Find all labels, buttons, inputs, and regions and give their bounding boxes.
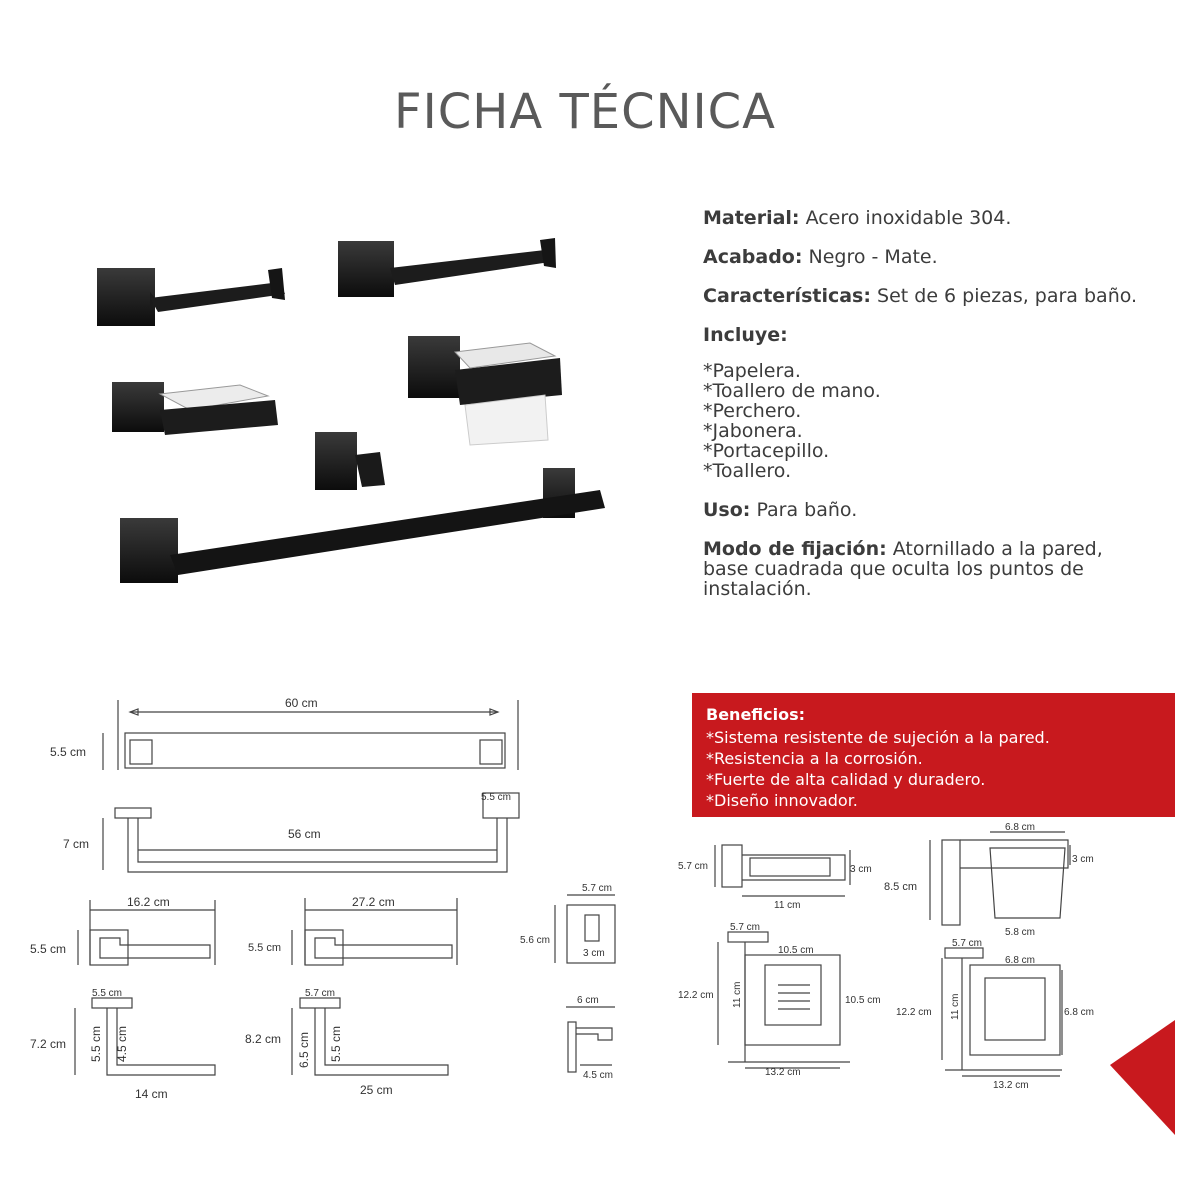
svg-text:27.2 cm: 27.2 cm — [352, 895, 395, 909]
svg-text:14 cm: 14 cm — [135, 1087, 168, 1101]
svg-text:5.5 cm: 5.5 cm — [50, 745, 86, 759]
svg-text:25 cm: 25 cm — [360, 1083, 393, 1097]
svg-text:11 cm: 11 cm — [774, 900, 801, 911]
svg-text:5.7 cm: 5.7 cm — [582, 883, 612, 894]
soap-top-drawing: 5.7 cm 10.5 cm 10.5 cm 12.2 cm 11 cm 13.… — [678, 922, 881, 1078]
svg-text:6 cm: 6 cm — [577, 995, 599, 1006]
svg-text:6.5 cm: 6.5 cm — [297, 1032, 311, 1068]
svg-text:3 cm: 3 cm — [583, 948, 605, 959]
svg-text:5.5 cm: 5.5 cm — [481, 792, 511, 803]
svg-text:8.5 cm: 8.5 cm — [884, 881, 917, 893]
svg-text:5.5 cm: 5.5 cm — [89, 1026, 103, 1062]
cup-side-drawing: 6.8 cm 3 cm 8.5 cm 5.8 cm — [884, 822, 1094, 938]
svg-text:6.8 cm: 6.8 cm — [1005, 822, 1035, 833]
towel-bar-top-drawing: 60 cm 5.5 cm — [50, 696, 519, 770]
svg-text:5.5 cm: 5.5 cm — [248, 942, 281, 954]
spec-features: Características: Set de 6 piezas, para b… — [703, 285, 1138, 307]
svg-text:3 cm: 3 cm — [1072, 854, 1094, 865]
holder-small-side-drawing: 5.5 cm 7.2 cm 5.5 cm 4.5 cm 14 cm — [30, 988, 216, 1101]
svg-text:7 cm: 7 cm — [63, 837, 89, 851]
svg-text:12.2 cm: 12.2 cm — [896, 1007, 932, 1018]
ring-large-drawing: 27.2 cm 5.5 cm — [248, 895, 458, 966]
benefit-item: *Fuerte de alta calidad y duradero. — [706, 770, 986, 789]
includes-item: *Toallero. — [703, 460, 792, 482]
includes-item: *Papelera. — [703, 360, 801, 382]
holder-large-side-drawing: 5.7 cm 8.2 cm 6.5 cm 5.5 cm 25 cm — [245, 988, 449, 1097]
svg-text:8.2 cm: 8.2 cm — [245, 1032, 281, 1046]
svg-text:5.5 cm: 5.5 cm — [329, 1026, 343, 1062]
svg-text:7.2 cm: 7.2 cm — [30, 1037, 66, 1051]
benefit-item: *Diseño innovador. — [706, 791, 858, 810]
hook-front-drawing: 5.7 cm 5.6 cm 3 cm — [520, 883, 616, 964]
benefits-title: Beneficios: — [706, 705, 806, 724]
svg-text:5.6 cm: 5.6 cm — [520, 935, 550, 946]
svg-text:10.5 cm: 10.5 cm — [778, 945, 814, 956]
svg-text:60 cm: 60 cm — [285, 696, 318, 710]
svg-text:5.5 cm: 5.5 cm — [92, 988, 122, 999]
svg-text:3 cm: 3 cm — [850, 864, 872, 875]
svg-text:56 cm: 56 cm — [288, 827, 321, 841]
benefit-item: *Resistencia a la corrosión. — [706, 749, 923, 768]
includes-item: *Jabonera. — [703, 420, 803, 442]
hook-side-drawing: 6 cm 4.5 cm — [566, 995, 615, 1081]
spec-use: Uso: Para baño. — [703, 499, 858, 521]
spec-mounting: Modo de fijación: Atornillado a la pared… — [703, 538, 1103, 600]
specifications: Material: Acero inoxidable 304. Acabado:… — [703, 208, 1143, 618]
svg-text:11 cm: 11 cm — [732, 982, 743, 1009]
svg-text:5.5 cm: 5.5 cm — [30, 942, 66, 956]
svg-text:13.2 cm: 13.2 cm — [765, 1067, 801, 1078]
ring-small-drawing: 16.2 cm 5.5 cm — [30, 895, 216, 966]
spec-finish: Acabado: Negro - Mate. — [703, 246, 938, 268]
svg-text:13.2 cm: 13.2 cm — [993, 1080, 1029, 1091]
benefit-item: *Sistema resistente de sujeción a la par… — [706, 728, 1050, 747]
svg-text:5.7 cm: 5.7 cm — [952, 938, 982, 949]
svg-text:5.7 cm: 5.7 cm — [730, 922, 760, 933]
includes-list: *Papelera. *Toallero de mano. *Perchero.… — [703, 361, 1143, 481]
svg-text:6.8 cm: 6.8 cm — [1005, 955, 1035, 966]
spec-material: Material: Acero inoxidable 304. — [703, 207, 1012, 229]
svg-text:4.5 cm: 4.5 cm — [583, 1070, 613, 1081]
page-title: FICHA TÉCNICA — [393, 84, 777, 140]
cup-top-drawing: 5.7 cm 6.8 cm 6.8 cm 12.2 cm 11 cm 13.2 … — [896, 938, 1094, 1091]
svg-text:4.5 cm: 4.5 cm — [115, 1026, 129, 1062]
svg-text:5.7 cm: 5.7 cm — [678, 861, 708, 872]
includes-item: *Toallero de mano. — [703, 380, 881, 402]
soap-side-drawing: 5.7 cm 3 cm 11 cm — [678, 844, 872, 911]
svg-text:5.8 cm: 5.8 cm — [1005, 927, 1035, 938]
includes-item: *Perchero. — [703, 400, 802, 422]
svg-text:11 cm: 11 cm — [950, 994, 961, 1021]
spec-includes-label: Incluye: — [703, 324, 788, 346]
benefits-box: Beneficios: *Sistema resistente de sujec… — [692, 693, 1175, 817]
towel-bar-side-drawing: 56 cm 7 cm 5.5 cm — [63, 792, 520, 873]
svg-text:10.5 cm: 10.5 cm — [845, 995, 881, 1006]
svg-text:16.2 cm: 16.2 cm — [127, 895, 170, 909]
svg-text:12.2 cm: 12.2 cm — [678, 990, 714, 1001]
includes-item: *Portacepillo. — [703, 440, 830, 462]
svg-text:5.7 cm: 5.7 cm — [305, 988, 335, 999]
svg-text:6.8 cm: 6.8 cm — [1064, 1007, 1094, 1018]
